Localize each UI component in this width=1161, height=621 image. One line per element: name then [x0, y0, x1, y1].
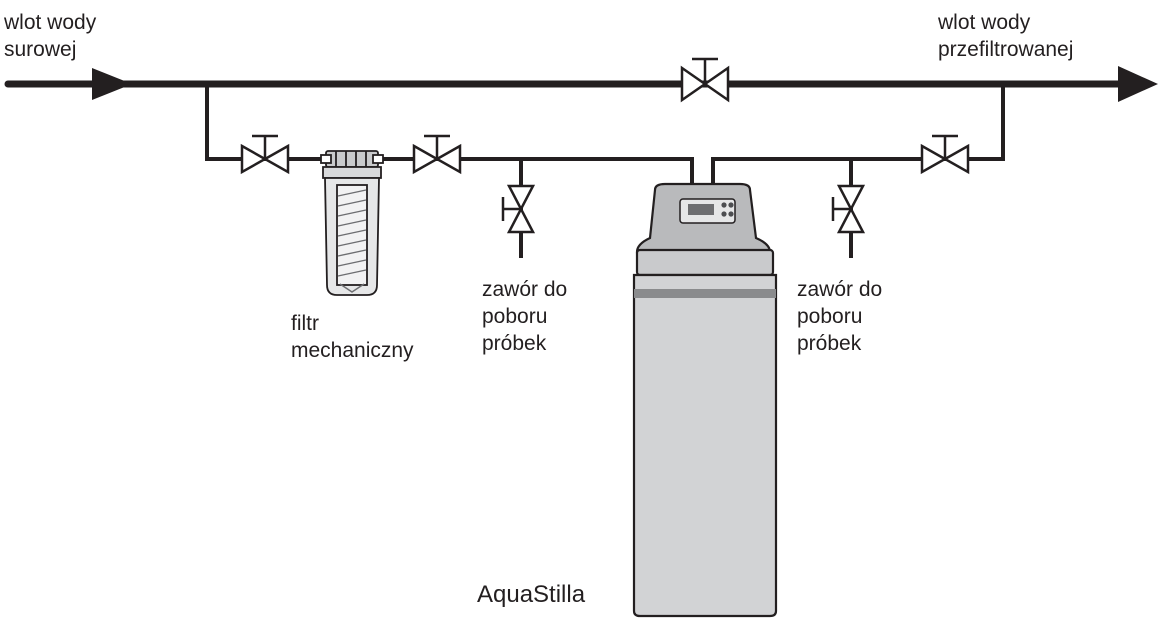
sample-valve-left-icon	[501, 184, 536, 234]
sample-valve-right-icon	[831, 184, 866, 234]
sample-valve-right-line-2: poboru	[797, 305, 863, 328]
inlet-filtered-label: wlot wody przefiltrowanej	[938, 9, 1073, 63]
sample-valve-right-line-3: próbek	[797, 332, 862, 355]
filter-inlet-valve-icon	[240, 134, 290, 175]
sample-valve-left-line-3: próbek	[482, 332, 547, 355]
mechanical-filter-icon	[320, 150, 384, 296]
inlet-raw-line-1: wlot wody	[4, 11, 97, 34]
sample-valve-left-label: zawór do poboru próbek	[482, 276, 567, 357]
inlet-filtered-line-2: przefiltrowanej	[938, 38, 1074, 61]
inlet-raw-line-2: surowej	[4, 38, 77, 61]
mechanical-filter-line-2: mechaniczny	[291, 339, 414, 362]
sample-valve-right-line-1: zawór do	[797, 278, 883, 301]
inlet-raw-label: wlot wody surowej	[4, 9, 96, 63]
filter-outlet-valve-icon	[412, 134, 462, 175]
softener-label: AquaStilla	[477, 581, 586, 608]
sample-valve-right-label: zawór do poboru próbek	[797, 276, 882, 357]
inlet-arrow-icon	[92, 68, 132, 100]
outlet-arrow-icon	[1118, 66, 1158, 102]
bypass-valve-icon	[680, 57, 730, 103]
sample-valve-left-line-1: zawór do	[482, 278, 568, 301]
softener-unit-icon	[632, 182, 778, 618]
inlet-filtered-line-1: wlot wody	[938, 11, 1031, 34]
sample-valve-left-line-2: poboru	[482, 305, 548, 328]
mechanical-filter-line-1: filtr	[291, 312, 319, 335]
softener-outlet-valve-icon	[920, 134, 970, 175]
mechanical-filter-label: filtr mechaniczny	[291, 310, 414, 364]
